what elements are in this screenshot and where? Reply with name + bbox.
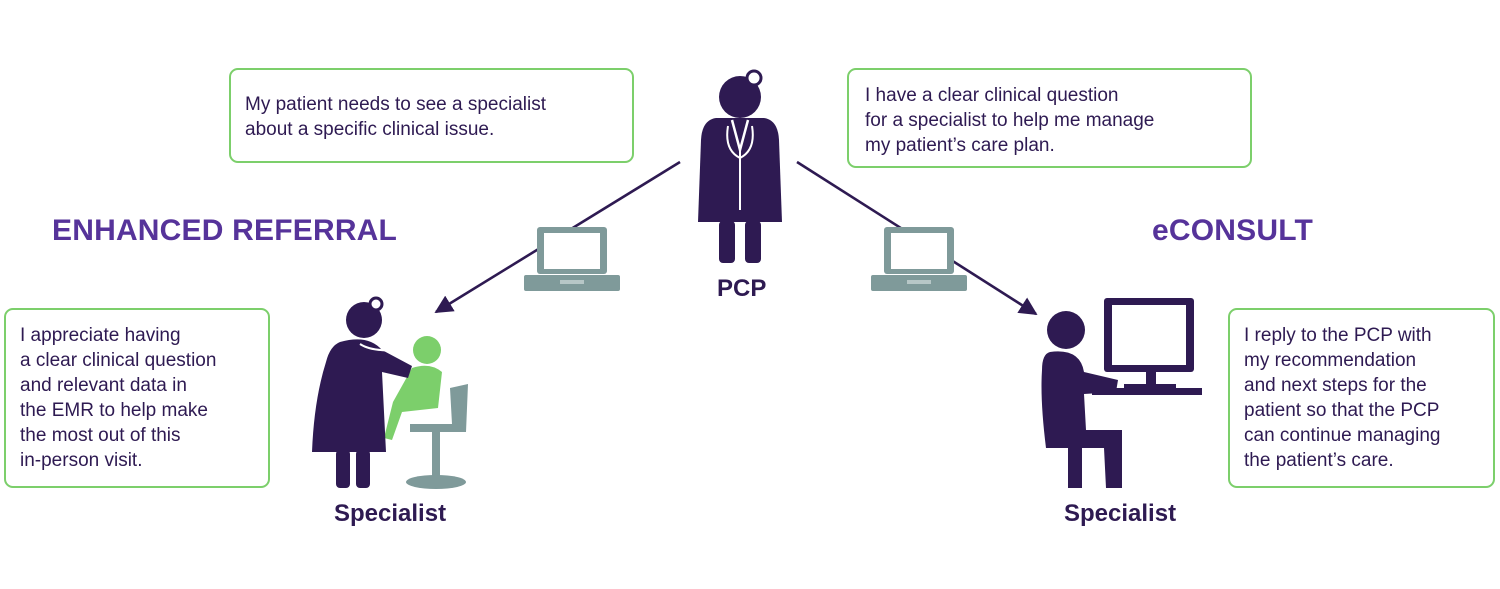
- specialist-label-referral: Specialist: [334, 500, 447, 527]
- box-text-line: the EMR to help make: [20, 400, 208, 421]
- enhanced-referral-heading: ENHANCED REFERRAL: [52, 214, 398, 247]
- box-text-line: for a specialist to help me manage: [865, 110, 1155, 131]
- pcp-econsult-speech-box: I have a clear clinical question for a s…: [847, 68, 1252, 168]
- box-text-line: I reply to the PCP with: [1244, 325, 1432, 346]
- specialist-label-econsult: Specialist: [1064, 500, 1177, 527]
- specialist-examining-child-icon: [312, 296, 468, 489]
- econsult-heading: eCONSULT: [1152, 214, 1314, 247]
- box-text-line: my patient’s care plan.: [865, 135, 1055, 156]
- pcp-doctor-icon: [698, 69, 782, 263]
- box-text-line: and relevant data in: [20, 375, 187, 396]
- box-text-line: patient so that the PCP: [1244, 400, 1440, 421]
- specialist-at-computer-icon: [1041, 298, 1202, 488]
- specialist-econsult-speech-box: I reply to the PCP with my recommendatio…: [1228, 308, 1495, 488]
- box-text-line: I have a clear clinical question: [865, 85, 1119, 106]
- laptop-icon: [524, 227, 620, 291]
- box-text-line: I appreciate having: [20, 325, 181, 346]
- box-text-line: can continue managing: [1244, 425, 1441, 446]
- pcp-label: PCP: [717, 275, 767, 302]
- box-text-line: My patient needs to see a specialist: [245, 94, 547, 115]
- laptop-icon: [871, 227, 967, 291]
- box-text-line: my recommendation: [1244, 350, 1417, 371]
- specialist-referral-speech-box: I appreciate having a clear clinical que…: [4, 308, 270, 488]
- pcp-referral-speech-box: My patient needs to see a specialist abo…: [229, 68, 634, 163]
- box-text-line: a clear clinical question: [20, 350, 217, 371]
- box-text-line: and next steps for the: [1244, 375, 1427, 396]
- box-text-line: the most out of this: [20, 425, 181, 446]
- box-text-line: about a specific clinical issue.: [245, 119, 495, 140]
- box-text-line: in-person visit.: [20, 450, 143, 471]
- box-text-line: the patient’s care.: [1244, 450, 1394, 471]
